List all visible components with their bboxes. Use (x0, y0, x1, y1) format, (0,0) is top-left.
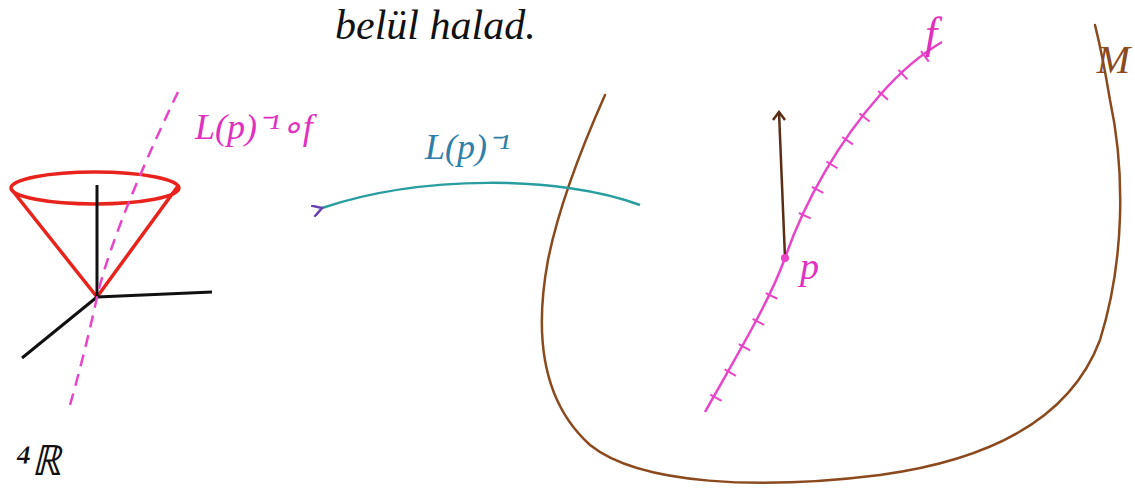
point-label: p (800, 246, 819, 288)
point-p (781, 254, 789, 262)
map-label: L(p)⁻¹ (425, 128, 510, 168)
curve-label: f (925, 10, 937, 58)
space-label: ⁴ℝ (16, 438, 61, 484)
tick-mark (710, 395, 721, 401)
tick-mark (898, 70, 907, 79)
tick-mark (753, 319, 764, 325)
note-text: belül halad. (335, 2, 536, 48)
map-arrow (322, 183, 640, 208)
manifold-outline (542, 25, 1120, 483)
manifold-label: M (1097, 38, 1130, 82)
axes (22, 185, 212, 358)
tick-mark (799, 213, 811, 218)
tick-mark (812, 187, 823, 193)
tangent-vector (779, 112, 785, 258)
worldline (705, 42, 942, 412)
tick-mark (859, 113, 869, 121)
tick-mark (878, 91, 888, 100)
curve-label: L(p)⁻¹∘f (195, 108, 313, 148)
tick-mark (739, 344, 750, 350)
tick-mark (725, 369, 736, 375)
tick-mark (766, 293, 778, 299)
tick-mark (826, 162, 837, 169)
cone-rim (11, 172, 179, 204)
image-worldline (70, 92, 178, 405)
tick-marks (710, 51, 928, 401)
tick-mark (842, 137, 853, 144)
